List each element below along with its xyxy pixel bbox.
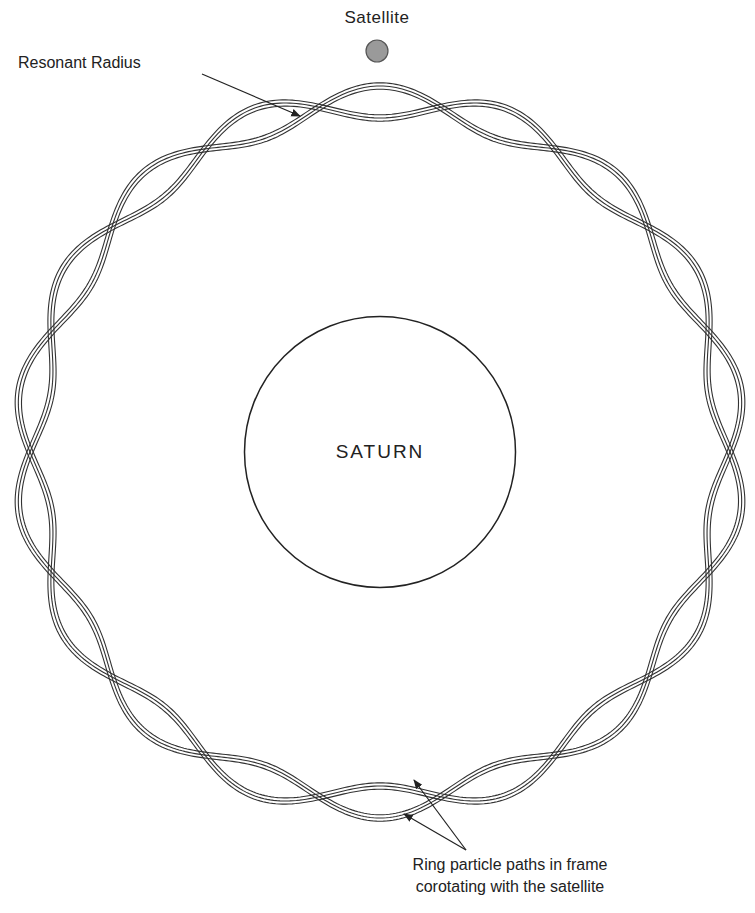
satellite-node: Satellite xyxy=(317,8,437,68)
planet-name: SATURN xyxy=(336,441,425,463)
leader-line xyxy=(404,814,466,850)
ring-path xyxy=(15,83,745,804)
ring-path xyxy=(22,89,739,798)
satellite-dot xyxy=(317,38,437,68)
ring-paths xyxy=(15,83,745,821)
leader-line xyxy=(202,74,300,116)
ring-path xyxy=(18,103,741,818)
satellite-label: Satellite xyxy=(317,8,437,28)
caption-label: Ring particle paths in frame corotating … xyxy=(392,854,628,899)
ring-path xyxy=(22,106,739,815)
planet-circle: SATURN xyxy=(243,315,517,589)
callout-label: Resonant Radius xyxy=(18,52,218,74)
ring-path xyxy=(18,86,741,801)
ring-path xyxy=(15,100,745,821)
leader-line xyxy=(414,780,466,850)
